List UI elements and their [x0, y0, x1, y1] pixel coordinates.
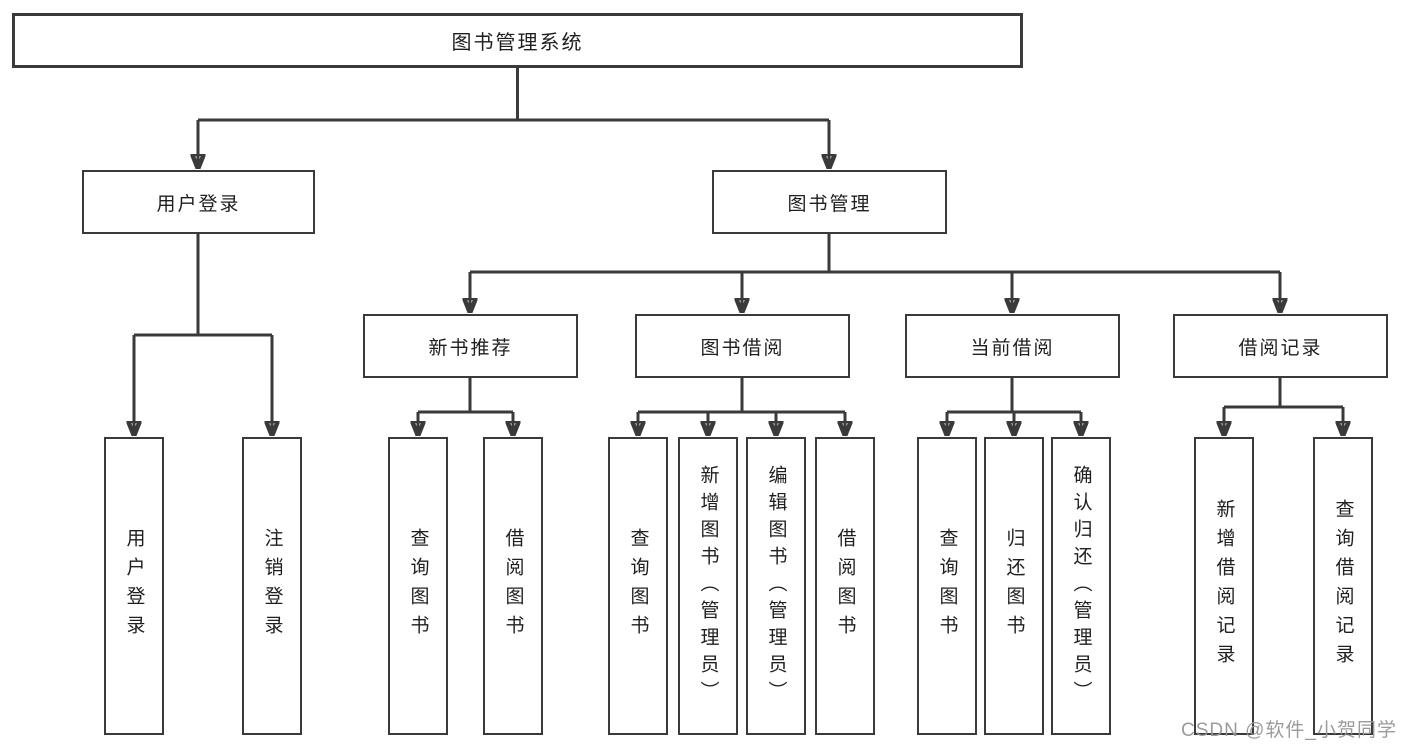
leaf-label: 查询图书	[936, 528, 958, 644]
node-book-management: 图书管理	[712, 170, 947, 234]
node-label: 图书借阅	[700, 337, 785, 359]
node-new-book-recommendation: 新书推荐	[363, 314, 578, 378]
leaf-label: 新增借阅记录	[1213, 499, 1235, 673]
node-borrowing-records: 借阅记录	[1173, 314, 1388, 378]
connector-book-mgmt-children	[470, 234, 1280, 310]
leaf-label: 用户登录	[123, 528, 145, 644]
leaf-borrow-books-recommend: 借阅图书	[483, 437, 543, 735]
leaf-label: 查询借阅记录	[1332, 499, 1354, 673]
node-book-borrowing: 图书借阅	[635, 314, 850, 378]
leaf-logout: 注销登录	[242, 437, 302, 735]
leaf-label: 归还图书	[1003, 528, 1025, 644]
node-root-system: 图书管理系统	[12, 13, 1023, 68]
leaf-user-login: 用户登录	[104, 437, 164, 735]
leaf-label: 借阅图书	[502, 528, 524, 644]
leaf-label: 借阅图书	[834, 528, 856, 644]
watermark: CSDN @软件_小贺同学	[1181, 720, 1397, 741]
connector-current-children	[947, 378, 1081, 433]
connector-borrowing-children	[638, 378, 845, 433]
leaf-borrow-books: 借阅图书	[815, 437, 875, 735]
leaf-query-books-borrowing: 查询图书	[608, 437, 668, 735]
leaf-add-borrow-record: 新增借阅记录	[1194, 437, 1254, 735]
node-current-borrowing: 当前借阅	[905, 314, 1120, 378]
connector-records-children	[1224, 378, 1343, 433]
connector-root-to-level2	[198, 68, 829, 166]
leaf-query-books-recommend: 查询图书	[388, 437, 448, 735]
leaf-confirm-return-admin: 确认归还（管理员）	[1051, 437, 1111, 735]
leaf-add-books-admin: 新增图书（管理员）	[678, 437, 738, 735]
leaf-query-borrow-record: 查询借阅记录	[1313, 437, 1373, 735]
leaf-label: 注销登录	[261, 528, 283, 644]
leaf-label: 编辑图书（管理员）	[765, 464, 787, 708]
node-label: 当前借阅	[970, 337, 1055, 359]
leaf-return-books: 归还图书	[984, 437, 1044, 735]
node-label: 用户登录	[156, 193, 241, 215]
leaf-label: 确认归还（管理员）	[1070, 464, 1092, 708]
node-label: 图书管理系统	[451, 32, 584, 54]
leaf-edit-books-admin: 编辑图书（管理员）	[746, 437, 806, 735]
node-label: 借阅记录	[1238, 337, 1323, 359]
node-label: 新书推荐	[428, 337, 513, 359]
connector-user-login-children	[134, 234, 272, 433]
leaf-label: 查询图书	[407, 528, 429, 644]
node-label: 图书管理	[787, 193, 872, 215]
leaf-label: 新增图书（管理员）	[697, 464, 719, 708]
leaf-query-books-current: 查询图书	[917, 437, 977, 735]
node-user-login: 用户登录	[82, 170, 315, 234]
connector-newbook-children	[418, 378, 513, 433]
leaf-label: 查询图书	[627, 528, 649, 644]
